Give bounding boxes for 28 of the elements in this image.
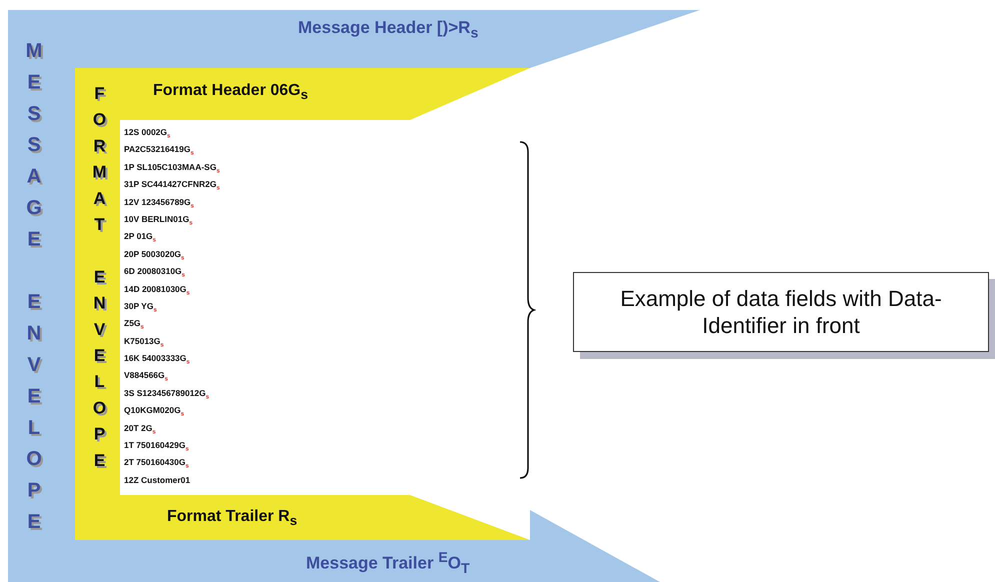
header-text: Format Header 06G$_{s}$ [153, 82, 308, 102]
data-field: 2T 750160430G$_{s}$ [124, 456, 189, 474]
data-field: 14D 20081030G$_{s}$ [124, 282, 190, 300]
data-field: 12V 123456789G$_{s}$ [124, 196, 194, 213]
data-field: 10V BERLIN01G$_{s}$ [124, 212, 193, 230]
trailer-text: Message Trailer $^{E}$O$_{T}$ [306, 550, 470, 578]
data-field: 1P SL105C103MAA-SG$_{s}$ [124, 160, 220, 178]
data-field: 12Z Customer01 [124, 474, 190, 492]
data-field: K75013G$_{s}$ [124, 334, 164, 352]
data-field: 30P YG$_{s}$ [124, 300, 157, 318]
vertical-title: MESSAGE ENVELOPE [24, 40, 44, 542]
data-field: Q10KGM020G$_{s}$ [124, 404, 184, 422]
data-field: V884566G$_{s}$ [124, 369, 168, 387]
trailer-text: Format Trailer R$_{s}$ [167, 508, 298, 528]
data-field: 1T 750160429G$_{s}$ [124, 439, 189, 456]
callout-text: Example of data fields with Data-Identifier in front [619, 285, 943, 339]
data-field: 6D 20080310G$_{s}$ [124, 265, 186, 283]
data-field: 2P 01G$_{s}$ [124, 230, 156, 248]
header-text: Message Header [)>R$_{s}$ [298, 18, 478, 42]
vertical-title: FORMAT ENVELOPE [91, 84, 108, 477]
data-field: 3S S123456789012G$_{s}$ [124, 386, 210, 404]
data-field: 20T 2G$_{s}$ [124, 422, 156, 440]
data-field: 31P SC441427CFNR2G$_{s}$ [124, 178, 220, 196]
data-field: 20P 5003020G$_{s}$ [124, 248, 184, 266]
data-field: 12S 0002G$_{s}$ [124, 126, 170, 144]
data-field: Z5G$_{s}$ [124, 317, 144, 335]
data-field: PA2C53216419G$_{s}$ [124, 143, 194, 161]
data-field: 16K 54003333G$_{s}$ [124, 352, 190, 370]
